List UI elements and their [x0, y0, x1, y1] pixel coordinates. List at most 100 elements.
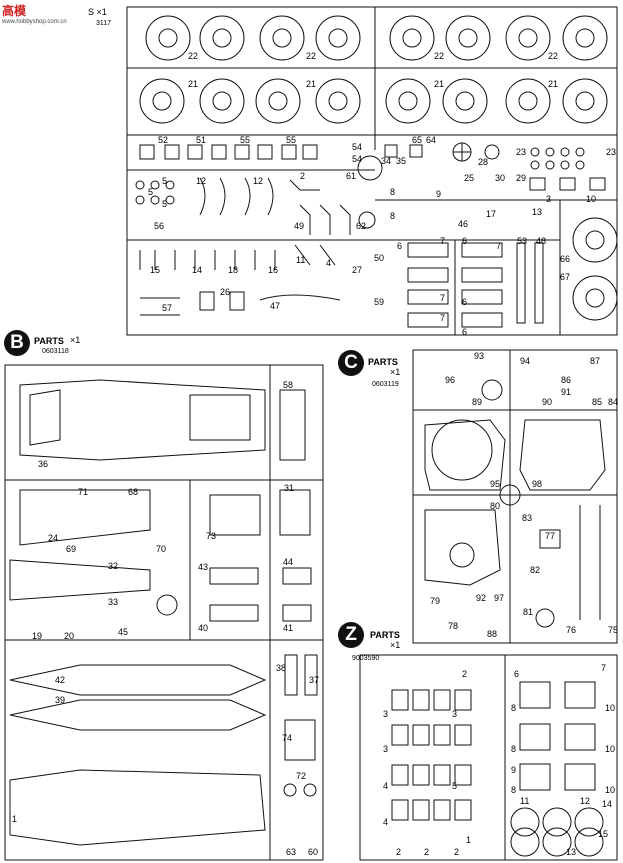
part-label: 6 — [397, 241, 403, 251]
sprue-z-title: PARTS — [370, 630, 400, 640]
part-label: 39 — [55, 695, 66, 705]
part-label: 22 — [548, 51, 559, 61]
part-label: 80 — [490, 501, 501, 511]
part-label: 2 — [396, 847, 402, 857]
part-label: 21 — [306, 79, 317, 89]
sprue-c-badge: C — [338, 350, 364, 376]
part-label: 91 — [561, 387, 572, 397]
part-label: 17 — [486, 209, 497, 219]
watermark-site: www.hobbyshop.com.cn — [2, 19, 67, 25]
part-label: 62 — [356, 221, 367, 231]
part-label: 12 — [580, 796, 591, 806]
z-wheels — [510, 807, 604, 857]
part-label: 30 — [495, 173, 506, 183]
part-label: 15 — [150, 265, 161, 275]
part-label: 1 — [12, 814, 18, 824]
part-label: 93 — [474, 351, 485, 361]
part-label: 3 — [383, 709, 389, 719]
sprue-c-title: PARTS — [368, 357, 398, 367]
wheels-22 — [145, 15, 608, 61]
part-label: 4 — [326, 258, 332, 268]
part-label: 6 — [462, 327, 468, 337]
part-label: 88 — [487, 629, 498, 639]
part-label: 65 — [412, 135, 423, 145]
part-label: 48 — [536, 236, 547, 246]
sprue-b-badge: B — [4, 330, 30, 356]
part-label: 8 — [511, 703, 517, 713]
part-label: 35 — [396, 156, 407, 166]
part-label: 70 — [156, 544, 167, 554]
part-label: 26 — [220, 287, 231, 297]
part-label: 97 — [494, 593, 505, 603]
part-label: 47 — [270, 301, 281, 311]
z-boxes — [519, 681, 596, 791]
part-label: 10 — [586, 194, 597, 204]
part-label: 1 — [466, 835, 472, 845]
small-parts-row — [139, 142, 585, 170]
wheel-67 — [572, 275, 618, 321]
part-label: 4 — [383, 817, 389, 827]
turret-part-98 — [519, 419, 606, 491]
part-label: 7 — [440, 293, 446, 303]
part-label: 6 — [462, 297, 468, 307]
wheels-21 — [139, 78, 608, 124]
part-label: 12 — [196, 176, 207, 186]
part-label: 96 — [445, 375, 456, 385]
part-label: 90 — [542, 397, 553, 407]
part-label: 40 — [198, 623, 209, 633]
part-label: 25 — [464, 173, 475, 183]
part-label: 82 — [530, 565, 541, 575]
part-89 — [481, 379, 503, 401]
part-label: 72 — [296, 771, 307, 781]
part-label: 32 — [108, 561, 119, 571]
part-label: 73 — [206, 531, 217, 541]
part-label: 3 — [452, 709, 458, 719]
sprue-b-frame — [4, 364, 324, 861]
sprue-c-code: 0603119 — [372, 381, 399, 388]
part-label: 8 — [511, 785, 517, 795]
part-label: 87 — [590, 356, 601, 366]
part-label: 3 — [383, 744, 389, 754]
part-label: 86 — [561, 375, 572, 385]
tools-row — [139, 204, 351, 316]
part-label: 22 — [188, 51, 199, 61]
chassis-part-1 — [9, 769, 266, 846]
part-label: 10 — [605, 703, 616, 713]
part-label: 38 — [276, 663, 287, 673]
part-label: 36 — [38, 459, 49, 469]
sprue-z-frame — [359, 654, 618, 861]
part-label: 55 — [240, 135, 251, 145]
part-label: 5 — [452, 781, 458, 791]
part-label: 22 — [434, 51, 445, 61]
suspension-parts — [135, 177, 606, 216]
part-label: 7 — [440, 236, 446, 246]
part-label: 59 — [374, 297, 385, 307]
part-label: 7 — [496, 241, 502, 251]
part-label: 28 — [478, 157, 489, 167]
part-label: 45 — [118, 627, 129, 637]
part-label: 22 — [306, 51, 317, 61]
frame-part-39 — [9, 699, 267, 731]
part-label: 2 — [424, 847, 430, 857]
part-label: 56 — [154, 221, 165, 231]
part-label: 44 — [283, 557, 294, 567]
sprue-a-count: S ×1 — [88, 7, 107, 17]
sprue-z-badge: Z — [338, 622, 364, 648]
part-label: 95 — [490, 479, 501, 489]
part-label: 5 — [162, 199, 168, 209]
turret-part-95 — [424, 419, 506, 491]
part-label: 13 — [532, 207, 543, 217]
watermark-logo: 高模 www.hobbyshop.com.cn — [2, 4, 67, 25]
part-label: 63 — [286, 847, 297, 857]
part-label: 69 — [66, 544, 77, 554]
part-label: 4 — [383, 781, 389, 791]
part-label: 55 — [286, 135, 297, 145]
sprue-z-code: 9003590 — [352, 655, 380, 662]
turret-part-80 — [424, 509, 501, 586]
part-label: 54 — [352, 154, 363, 164]
sprue-z-count: ×1 — [390, 640, 401, 650]
part-label: 66 — [560, 254, 571, 264]
part-label: 21 — [434, 79, 445, 89]
sprue-b-count: ×1 — [70, 335, 81, 345]
